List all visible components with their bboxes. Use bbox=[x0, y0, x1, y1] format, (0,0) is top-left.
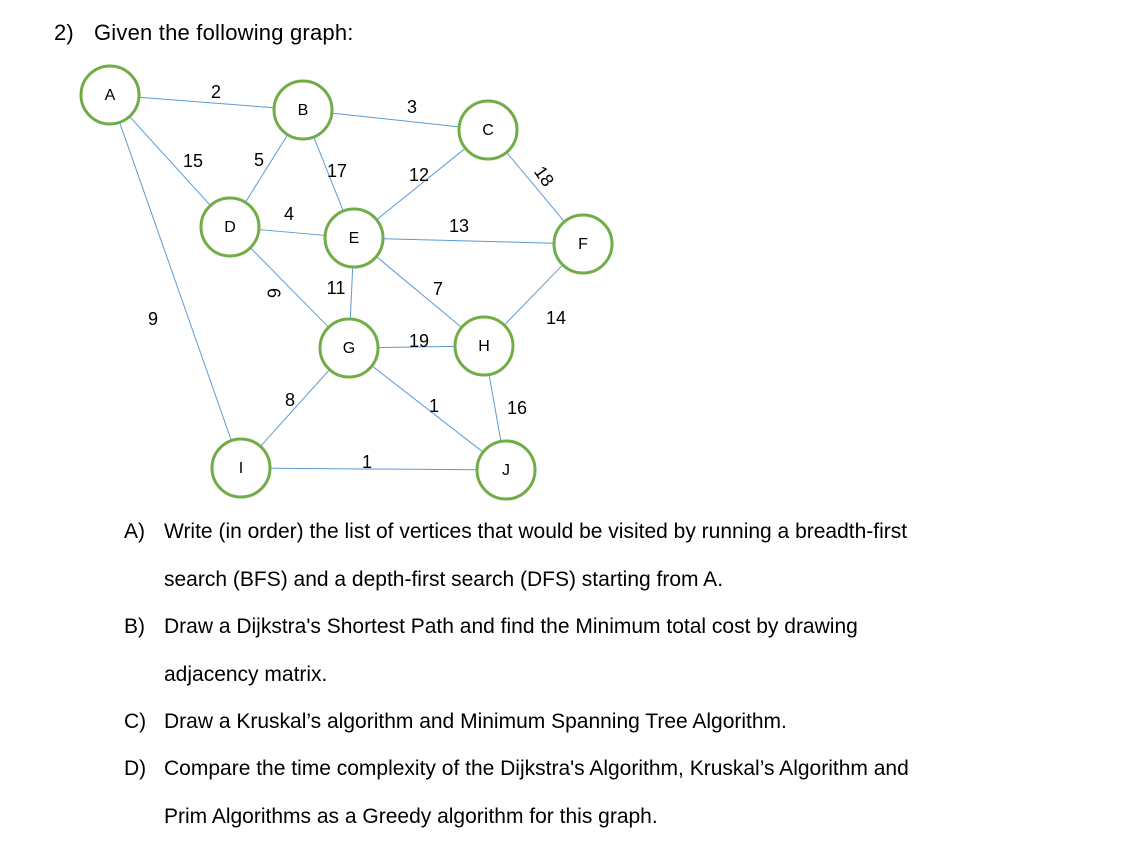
question-text-line: adjacency matrix. bbox=[164, 663, 328, 686]
question-a: A) Write (in order) the list of vertices… bbox=[124, 520, 1124, 592]
question-text-line: Draw a Dijkstra's Shortest Path and find… bbox=[164, 615, 858, 638]
edge-E-H bbox=[375, 256, 463, 328]
nodes-layer: A B C D E F G H I J bbox=[79, 64, 614, 501]
question-d: D) Compare the time complexity of the Di… bbox=[124, 757, 1124, 829]
node-label: G bbox=[343, 340, 355, 357]
edge-E-F bbox=[382, 238, 555, 244]
edge-weight-I-J: 1 bbox=[362, 452, 372, 472]
edge-A-B bbox=[138, 96, 275, 109]
edge-A-I bbox=[119, 122, 232, 441]
node-circle bbox=[199, 196, 261, 258]
edge-weight-A-I: 9 bbox=[148, 309, 158, 329]
question-heading: 2) Given the following graph: bbox=[54, 20, 354, 46]
edge-B-D bbox=[244, 134, 289, 203]
node-circle bbox=[475, 439, 537, 501]
node-circle bbox=[323, 207, 385, 269]
question-c: C) Draw a Kruskal’s algorithm and Minimu… bbox=[124, 710, 1124, 734]
edge-D-G bbox=[249, 247, 330, 328]
edge-weight-E-G: 11 bbox=[327, 278, 346, 298]
question-text-line: search (BFS) and a depth-first search (D… bbox=[164, 568, 724, 591]
edge-weight-F-H: 14 bbox=[546, 308, 566, 328]
edge-weight-B-C: 3 bbox=[407, 97, 417, 117]
edge-weight-E-H: 7 bbox=[433, 279, 443, 299]
edge-I-J bbox=[269, 467, 478, 471]
edge-H-J bbox=[488, 374, 502, 442]
node-circle bbox=[457, 99, 519, 161]
edge-B-E bbox=[313, 136, 344, 212]
question-title: Given the following graph: bbox=[94, 20, 354, 45]
edge-weight-A-B: 2 bbox=[211, 82, 221, 102]
edge-weight-B-E: 17 bbox=[327, 161, 347, 181]
question-label: A) bbox=[124, 520, 145, 543]
edge-weight-B-D: 5 bbox=[254, 150, 264, 170]
edge-weight-C-E: 12 bbox=[409, 165, 429, 185]
node-circle bbox=[210, 437, 272, 499]
edge-G-H bbox=[377, 345, 456, 349]
node-label: D bbox=[224, 219, 236, 236]
node-label: H bbox=[478, 338, 490, 355]
edge-F-H bbox=[503, 264, 564, 326]
question-text-line: Draw a Kruskal’s algorithm and Minimum S… bbox=[164, 710, 787, 733]
edge-A-D bbox=[129, 116, 211, 206]
edge-weight-G-H: 19 bbox=[409, 331, 429, 351]
node-label: J bbox=[502, 462, 510, 479]
edges-layer bbox=[119, 96, 565, 471]
edge-G-J bbox=[371, 365, 484, 453]
node-E: E bbox=[323, 207, 385, 269]
edge-weight-A-D: 15 bbox=[183, 151, 203, 171]
question-text-line: Write (in order) the list of vertices th… bbox=[164, 520, 908, 543]
edge-weight-D-G: 6 bbox=[263, 288, 283, 298]
node-A: A bbox=[79, 64, 141, 126]
node-label: I bbox=[239, 460, 243, 477]
node-H: H bbox=[453, 315, 515, 377]
edge-weight-G-J: 1 bbox=[429, 396, 439, 416]
question-number: 2) bbox=[54, 20, 74, 45]
edge-weight-H-J: 16 bbox=[507, 398, 527, 418]
edge-weight-G-I: 8 bbox=[285, 390, 295, 410]
question-text-line: Prim Algorithms as a Greedy algorithm fo… bbox=[164, 805, 658, 828]
question-list: A) Write (in order) the list of vertices… bbox=[124, 520, 1124, 829]
question-label: C) bbox=[124, 710, 147, 733]
question-b: B) Draw a Dijkstra's Shortest Path and f… bbox=[124, 615, 1124, 687]
node-label: A bbox=[105, 87, 116, 104]
node-circle bbox=[318, 317, 380, 379]
edge-G-I bbox=[260, 369, 330, 447]
edge-D-E bbox=[258, 229, 326, 236]
node-label: E bbox=[349, 230, 360, 247]
node-circle bbox=[79, 64, 141, 126]
node-label: C bbox=[482, 122, 494, 139]
question-label: D) bbox=[124, 757, 147, 780]
node-circle bbox=[453, 315, 515, 377]
node-G: G bbox=[318, 317, 380, 379]
node-F: F bbox=[552, 213, 614, 275]
node-D: D bbox=[199, 196, 261, 258]
edge-weight-E-F: 13 bbox=[449, 216, 469, 236]
node-circle bbox=[552, 213, 614, 275]
edge-E-G bbox=[349, 266, 354, 320]
question-text-line: Compare the time complexity of the Dijks… bbox=[164, 757, 909, 780]
edge-B-C bbox=[331, 112, 460, 128]
question-label: B) bbox=[124, 615, 145, 638]
node-label: F bbox=[578, 236, 588, 253]
node-C: C bbox=[457, 99, 519, 161]
node-I: I bbox=[210, 437, 272, 499]
edge-C-F bbox=[506, 151, 565, 223]
node-label: B bbox=[298, 102, 309, 119]
node-circle bbox=[272, 79, 334, 141]
edge-weight-D-E: 4 bbox=[284, 204, 294, 224]
edge-C-E bbox=[376, 147, 466, 221]
node-B: B bbox=[272, 79, 334, 141]
node-J: J bbox=[475, 439, 537, 501]
